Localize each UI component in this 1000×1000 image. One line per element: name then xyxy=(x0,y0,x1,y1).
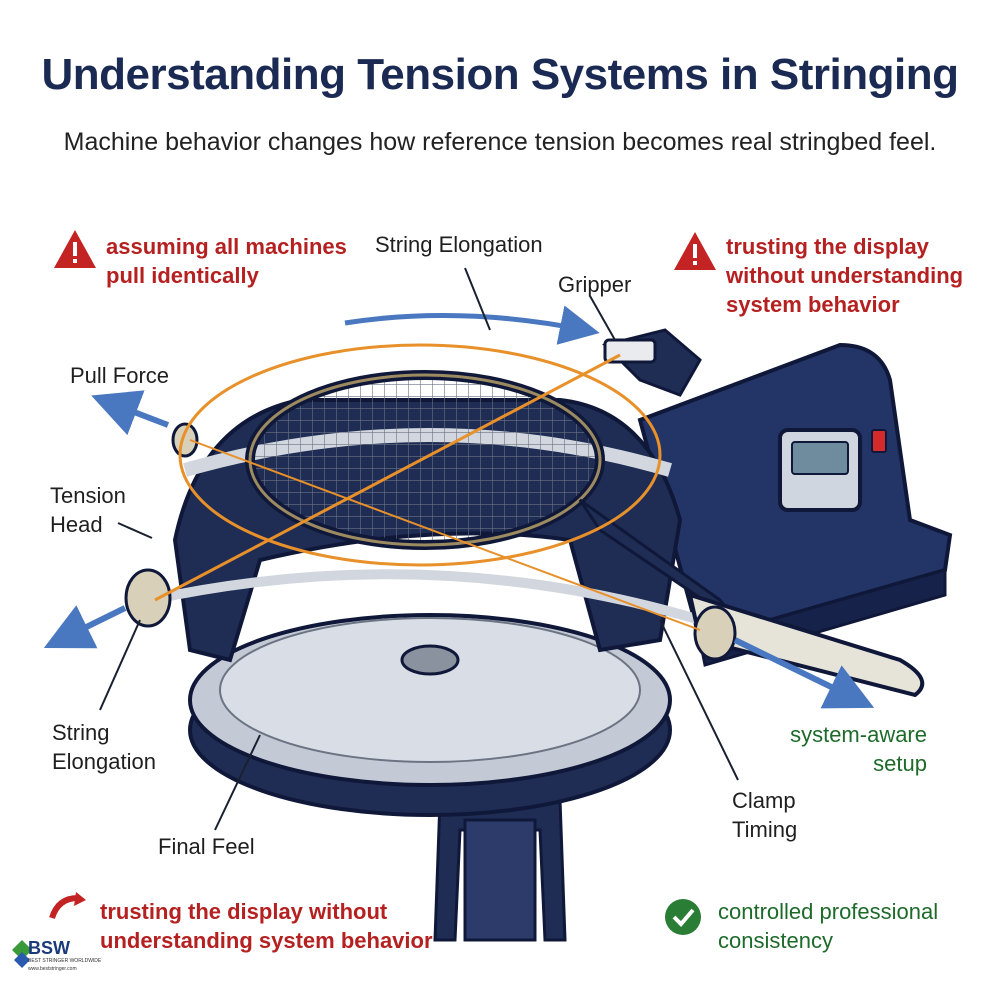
warning-triangle-icon xyxy=(54,230,96,268)
force-arrows xyxy=(43,305,875,709)
page-title: Understanding Tension Systems in Stringi… xyxy=(41,50,959,99)
label-final-feel: Final Feel xyxy=(158,834,255,859)
label-clamp-timing: Clamp Timing xyxy=(732,786,797,844)
warning-line: system behavior xyxy=(726,292,900,317)
positive-line: consistency xyxy=(718,928,833,953)
tension-machine-body xyxy=(602,328,953,667)
page-subtitle: Machine behavior changes how reference t… xyxy=(63,128,937,156)
label-line: system-aware xyxy=(790,722,927,747)
label-line: Clamp xyxy=(732,788,796,813)
bsw-logo-icon xyxy=(12,940,32,968)
label-line: Timing xyxy=(732,817,798,842)
warning-line: without understanding xyxy=(726,263,964,288)
label-tension-head: Tension Head xyxy=(50,481,126,539)
pedestal xyxy=(433,798,567,942)
warning-top-left: assuming all machines pull identically xyxy=(106,232,347,290)
label-line: Elongation xyxy=(52,749,156,774)
warning-line: assuming all machines xyxy=(106,234,347,259)
warning-line: trusting the display xyxy=(726,234,929,259)
positive-line: controlled professional xyxy=(718,899,939,924)
string-path xyxy=(154,343,701,631)
logo-url: www.beststringer.com xyxy=(28,966,77,972)
warning-triangle-icon xyxy=(674,232,716,270)
label-string-elongation-top: String Elongation xyxy=(375,232,543,257)
warning-line: understanding system behavior xyxy=(100,928,433,953)
warning-line: pull identically xyxy=(106,263,259,288)
warning-top-right: trusting the display without understandi… xyxy=(726,232,963,319)
warning-bottom-left: trusting the display without understandi… xyxy=(100,897,433,955)
label-line: String xyxy=(52,720,110,745)
label-line: Head xyxy=(50,512,103,537)
label-string-elongation-left: String Elongation xyxy=(52,718,156,776)
label-pull-force: Pull Force xyxy=(70,363,170,388)
leader-lines xyxy=(99,267,739,831)
positive-controlled-consistency: controlled professional consistency xyxy=(718,897,938,955)
label-system-aware-setup: system-aware setup xyxy=(782,720,927,778)
label-line: Tension xyxy=(50,483,126,508)
warning-line: trusting the display without xyxy=(100,899,388,924)
curved-arrow-icon xyxy=(49,892,86,919)
check-circle-icon xyxy=(665,899,701,935)
label-line: setup xyxy=(873,751,927,776)
logo-tagline: BEST STRINGER WORLDWIDE xyxy=(28,958,102,964)
logo-name: BSW xyxy=(28,938,70,958)
turntable xyxy=(188,613,672,817)
label-gripper: Gripper xyxy=(558,272,632,297)
